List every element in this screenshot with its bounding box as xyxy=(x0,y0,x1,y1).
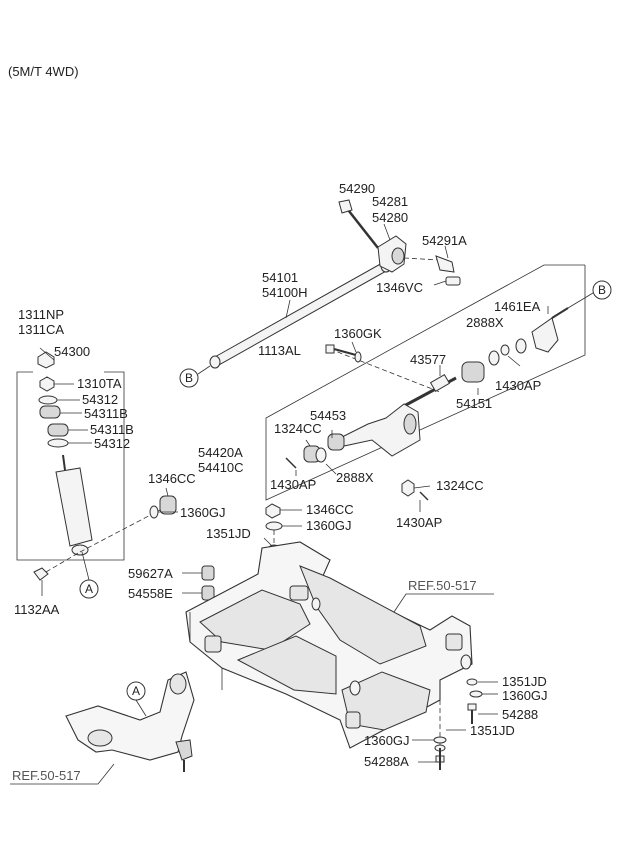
callout-circle-b-left xyxy=(179,368,199,388)
part-54312-top: 54312 xyxy=(82,392,118,407)
frame-ref-label: REF.50-517 xyxy=(408,578,477,593)
bushing-54453 xyxy=(327,433,345,451)
bolt-1346vc xyxy=(445,276,461,286)
bushing-1346cc-left xyxy=(159,495,177,515)
part-54311b-bottom: 54311B xyxy=(90,422,134,437)
part-1324cc-right: 1324CC xyxy=(436,478,484,493)
bushing-54311b-bottom xyxy=(47,423,69,437)
part-1360gk: 1360GK xyxy=(334,326,382,341)
arm-ref-leader xyxy=(10,763,115,785)
lower-arm-group xyxy=(65,671,195,772)
part-43577: 43577 xyxy=(410,352,446,367)
part-1346cc-center: 1346CC xyxy=(306,502,354,517)
shock-absorber-box xyxy=(16,371,125,561)
part-54288: 54288 xyxy=(502,707,538,722)
part-1360gj-right: 1360GJ xyxy=(502,688,548,703)
part-54312-bottom: 54312 xyxy=(94,436,130,451)
part-1351jd-left: 1351JD xyxy=(206,526,251,541)
shock-eye xyxy=(71,544,89,556)
part-54420a: 54420A xyxy=(198,445,243,460)
part-1346vc: 1346VC xyxy=(376,280,423,295)
part-54290: 54290 xyxy=(339,181,375,196)
part-54453: 54453 xyxy=(310,408,346,423)
washer-54312-bottom xyxy=(47,438,69,448)
part-1311np: 1311NP xyxy=(18,307,64,322)
part-54311b-top: 54311B xyxy=(84,406,128,421)
part-59627a: 59627A xyxy=(128,566,173,581)
part-54280: 54280 xyxy=(372,210,408,225)
frame-ref-leader xyxy=(393,593,494,613)
upper-arm-group xyxy=(265,264,586,512)
part-1461ea: 1461EA xyxy=(494,299,541,314)
shaft-43577 xyxy=(429,373,451,393)
part-1360gj-center: 1360GJ xyxy=(306,518,352,533)
washer-54312-top xyxy=(38,395,58,405)
washer-1351jd-right-top xyxy=(466,678,478,686)
part-1113al: 1113AL xyxy=(258,343,301,358)
part-54558e: 54558E xyxy=(128,586,173,601)
model-note: (5M/T 4WD) xyxy=(8,64,79,79)
shock-body xyxy=(55,467,93,547)
part-54151: 54151 xyxy=(456,396,492,411)
nut-1324cc-right xyxy=(401,479,415,497)
callout-a-arm-label: A xyxy=(132,684,140,698)
clamp-54291a xyxy=(435,255,455,273)
arm-ref-label: REF.50-517 xyxy=(12,768,81,783)
bolt-1132aa xyxy=(33,567,49,581)
washer-2888x-top xyxy=(488,350,500,366)
ring-1461ea xyxy=(515,338,527,354)
part-54300: 54300 xyxy=(54,344,90,359)
part-1324cc-left: 1324CC xyxy=(274,421,322,436)
part-54410c: 54410C xyxy=(198,460,244,475)
shock-absorber-group xyxy=(16,347,161,596)
part-1132aa: 1132AA xyxy=(14,602,60,617)
part-54100h: 54100H xyxy=(262,285,308,300)
upper-arm-box xyxy=(265,264,586,501)
callout-circle-a-arm xyxy=(126,681,146,701)
part-1346cc-left: 1346CC xyxy=(148,471,196,486)
bushing-1346cc-center xyxy=(265,503,281,519)
part-54281: 54281 xyxy=(372,194,408,209)
part-2888x-bottom: 2888X xyxy=(336,470,374,485)
part-1310ta: 1310TA xyxy=(77,376,122,391)
part-54101: 54101 xyxy=(262,270,298,285)
callout-b-right-label: B xyxy=(598,283,606,297)
part-1351jd-right-bottom: 1351JD xyxy=(470,723,515,738)
crossmember-frame xyxy=(185,541,473,749)
nut-1311np xyxy=(37,351,55,369)
part-54288a: 54288A xyxy=(364,754,409,769)
washer-2888x-bottom xyxy=(315,447,327,463)
right-hardware xyxy=(412,678,498,770)
nut-1310ta xyxy=(39,376,55,392)
part-54291a: 54291A xyxy=(422,233,467,248)
washer-1360gj-left xyxy=(149,505,159,519)
bushing-54311b-top xyxy=(39,405,61,419)
washer-1360gj-bottom xyxy=(433,736,447,744)
ball-joint-upper xyxy=(531,317,559,353)
callout-a-shock-label: A xyxy=(85,582,93,596)
washer-1360gk xyxy=(354,351,362,363)
bushing-54151 xyxy=(461,361,485,383)
part-1360gj-left: 1360GJ xyxy=(180,505,226,520)
washer-1360gj-center xyxy=(265,521,283,531)
stabilizer-group xyxy=(209,199,461,369)
washer-1360gj-right xyxy=(469,690,483,698)
part-1351jd-right-top: 1351JD xyxy=(502,674,547,689)
ball-joint-lower xyxy=(175,739,193,761)
callout-b-left-label: B xyxy=(185,371,193,385)
upper-control-arm xyxy=(339,403,421,457)
part-1430ap-bottom: 1430AP xyxy=(396,515,442,530)
link-54290 xyxy=(338,199,353,214)
mount-59627a xyxy=(201,565,215,581)
callout-circle-b-right xyxy=(592,280,612,300)
part-2888x-top: 2888X xyxy=(466,315,504,330)
part-1430ap-left: 1430AP xyxy=(270,477,316,492)
part-1360gj-bottom: 1360GJ xyxy=(364,733,410,748)
part-1311ca: 1311CA xyxy=(18,322,64,337)
part-1430ap-right: 1430AP xyxy=(495,378,541,393)
